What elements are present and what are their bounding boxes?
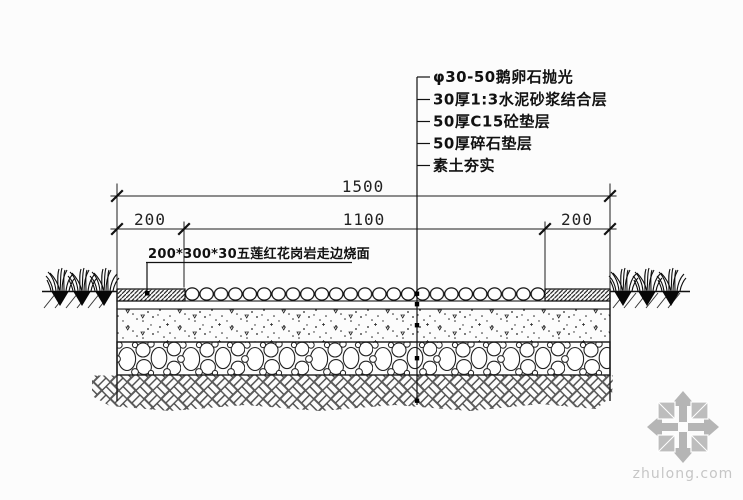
layer-compacted-soil [92,375,613,411]
callout-label-concrete: 50厚C15砼垫层 [433,113,550,131]
granite-edge-right [544,288,611,302]
callout-label-soil: 素土夯实 [433,157,495,175]
watermark: zhulong.com [633,391,734,482]
callout-label-mortar: 30厚1:3水泥砂浆结合层 [433,91,607,109]
granite-edge-left [116,288,186,302]
dimension-total: 1500 [110,177,617,289]
leader-dots [414,291,420,403]
dim-total-value: 1500 [342,177,385,196]
dim-left-value: 200 [134,210,166,229]
callout-left: 200*300*30五莲红花岗岩走边烧面 [145,246,370,296]
callout-label-cobblestone: φ30-50鹅卵石抛光 [433,68,573,86]
grass-tuft-icon [632,267,663,307]
dim-right-value: 200 [561,210,593,229]
layer-cobblestone [185,287,545,301]
layer-crushed-stone [116,341,611,376]
grass-left [42,267,120,309]
zhulong-logo-icon [647,391,719,463]
grass-right [608,267,690,309]
grass-tuft-icon [656,267,687,307]
layer-concrete [116,308,611,343]
grass-tuft-icon [608,267,639,307]
leader-dot [145,291,150,296]
watermark-text: zhulong.com [633,466,734,482]
layer-mortar [116,300,611,310]
callout-label-crushed-stone: 50厚碎石垫层 [433,135,532,153]
pavement-section [92,287,613,411]
dimension-segments: 200 1100 200 [110,210,617,289]
dim-middle-value: 1100 [343,210,386,229]
callouts-right: φ30-50鹅卵石抛光 30厚1:3水泥砂浆结合层 50厚C15砼垫层 50厚碎… [414,68,607,405]
callout-left-label: 200*300*30五莲红花岗岩走边烧面 [148,246,370,262]
